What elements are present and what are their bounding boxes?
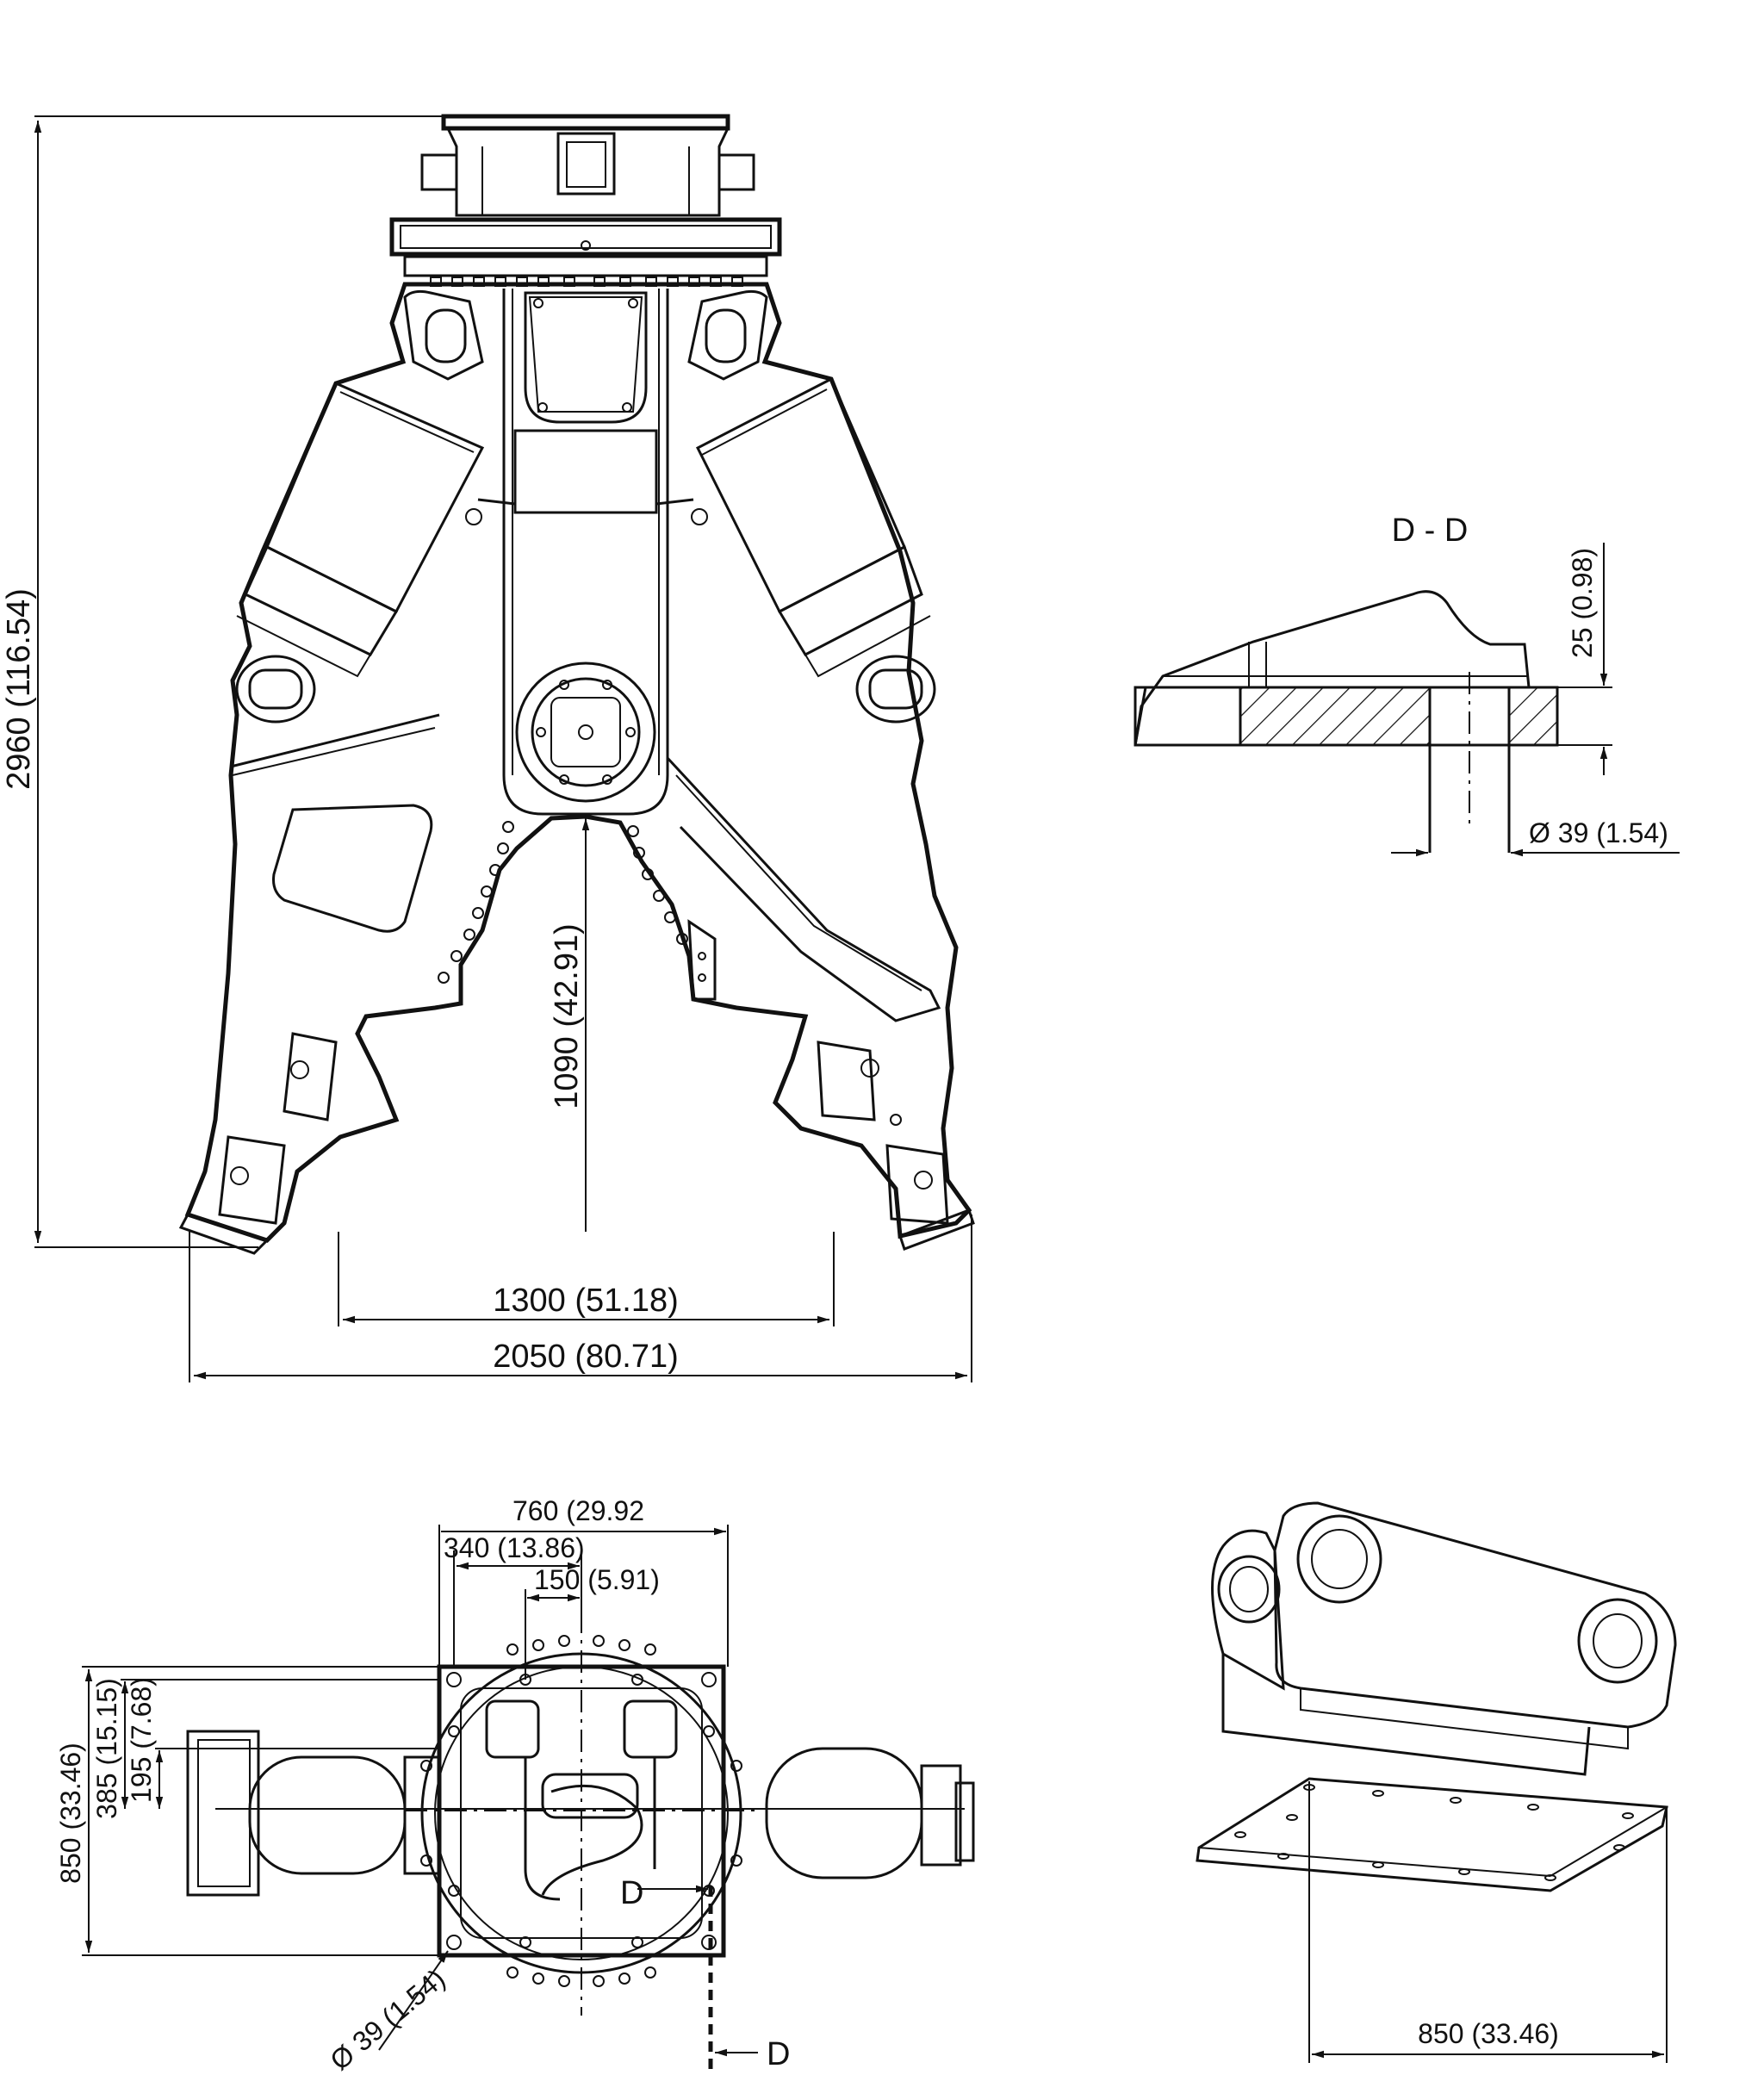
jaw-holes: [438, 821, 902, 1126]
section-view: D - D 25 (0.98) Ø 39 (1.54): [1134, 513, 1680, 857]
iso-bracket: [1211, 1501, 1677, 1776]
plate-section-right: [1507, 686, 1559, 747]
plate-section-left: [1239, 686, 1432, 747]
width-150-label: 150 (5.91): [534, 1564, 660, 1595]
overall-width-label: 2050 (80.71): [493, 1339, 679, 1375]
top-mounting-flange: [389, 114, 782, 287]
top-cylinders: [186, 1730, 975, 1897]
iso-view: 850 (33.46): [1196, 1501, 1677, 2063]
left-cylinder: [236, 382, 485, 678]
iso-plate: [1196, 1777, 1668, 1892]
jaw-cutout: [272, 804, 433, 933]
front-view: 2960 (116.54) 1090 (42.91) 1300 (51.18) …: [1, 114, 975, 1382]
plate-thickness-label: 25 (0.98): [1567, 548, 1598, 658]
front-dimensions: 2960 (116.54) 1090 (42.91) 1300 (51.18) …: [1, 115, 972, 1382]
height-850-label: 850 (33.46): [55, 1743, 86, 1884]
top-dimensions: 760 (29.92 340 (13.86) 150 (5.91) 850 (3…: [55, 1495, 729, 2075]
bolt-diameter-label: Ø 39 (1.54): [1529, 817, 1668, 848]
section-marker-top: D: [620, 1875, 643, 1911]
upper-eyes: [403, 289, 768, 381]
height-195-label: 195 (7.68): [126, 1677, 157, 1803]
overall-height-label: 2960 (116.54): [1, 588, 37, 790]
right-cylinder: [695, 376, 931, 678]
hole-diameter-label: Ø 39 (1.54): [324, 1963, 450, 2075]
right-jaw-arm: [666, 756, 941, 1022]
shear-body-outline: [184, 282, 972, 1243]
central-column: [465, 289, 708, 816]
height-385-label: 385 (15.15): [91, 1678, 122, 1819]
lower-eyes: [235, 655, 936, 724]
section-marker-bottom: D: [767, 2036, 790, 2072]
opening-height-label: 1090 (42.91): [549, 923, 585, 1109]
jaw-width-label: 1300 (51.18): [493, 1283, 679, 1319]
width-760-label: 760 (29.92: [512, 1495, 644, 1526]
tooth-blocks: [178, 1032, 975, 1255]
top-view: D D 760 (29.92 340 (13.86) 150 (5.91) 85…: [55, 1495, 975, 2075]
iso-plate-width-label: 850 (33.46): [1418, 2018, 1559, 2049]
width-340-label: 340 (13.86): [444, 1532, 585, 1563]
section-title: D - D: [1392, 513, 1469, 549]
pivot-boss: [515, 662, 656, 803]
